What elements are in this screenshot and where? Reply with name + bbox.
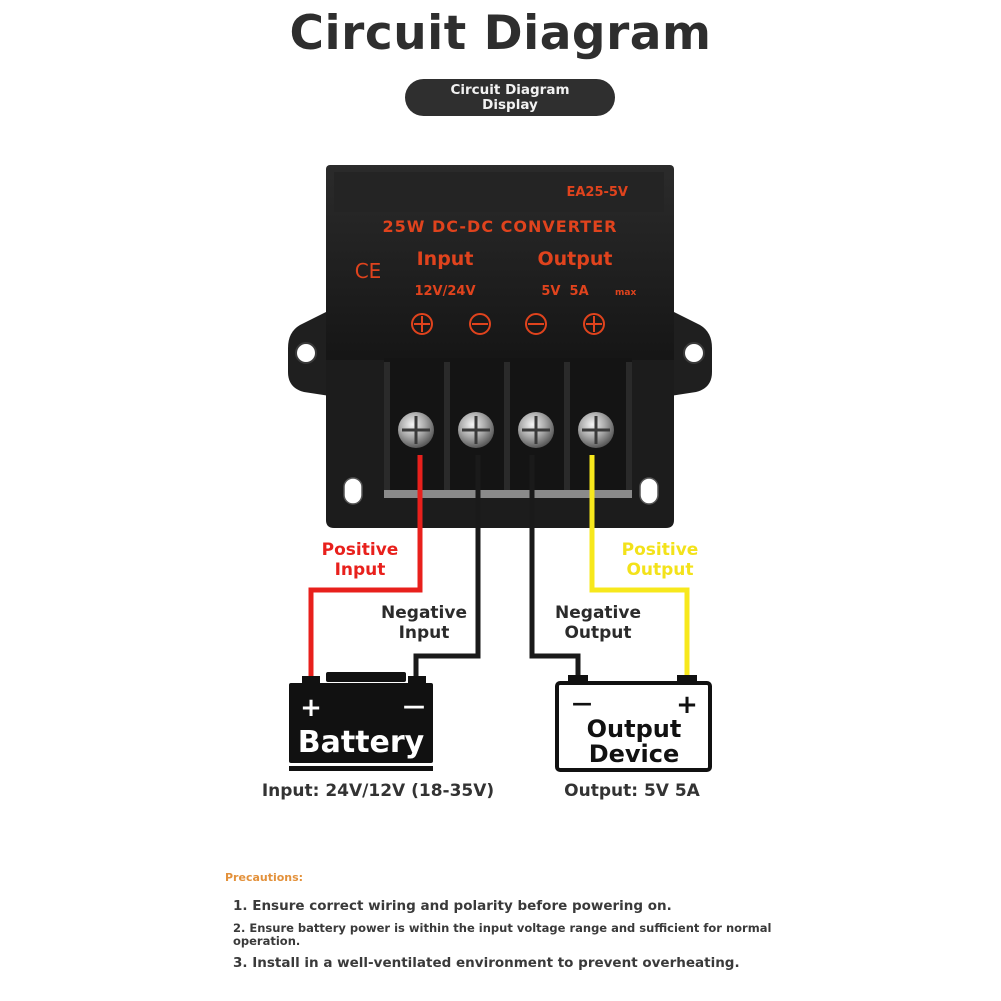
terminal-dividers bbox=[384, 362, 632, 490]
mounting-flange-right bbox=[670, 310, 712, 396]
subtitle-line-1: Circuit Diagram bbox=[450, 82, 570, 98]
positive-input-wire bbox=[308, 455, 423, 680]
output-device bbox=[555, 675, 712, 772]
positive-input-label: Positive Input bbox=[310, 540, 410, 580]
base-hole-right bbox=[639, 477, 659, 505]
label-panel bbox=[334, 172, 664, 212]
device-minus-symbol-2 bbox=[525, 313, 547, 335]
battery-label: Battery bbox=[298, 725, 425, 760]
output-device-label-line-2: Device bbox=[589, 740, 680, 768]
negative-input-label-line-2: Input bbox=[398, 623, 450, 643]
positive-output-label-line-2: Output bbox=[626, 560, 694, 580]
output-device-minus-label: — bbox=[572, 691, 592, 715]
device-minus-symbol-1 bbox=[469, 313, 491, 335]
precaution-item-2: 2. Ensure battery power is within the in… bbox=[233, 921, 772, 948]
negative-input-wire bbox=[413, 455, 481, 680]
mounting-flange-left bbox=[288, 310, 330, 396]
converter-body bbox=[326, 165, 674, 365]
negative-output-label-line-1: Negative bbox=[555, 603, 641, 623]
battery bbox=[289, 672, 433, 771]
output-device-caption: Output: 5V 5A bbox=[564, 781, 701, 801]
battery-caption: Input: 24V/12V (18-35V) bbox=[262, 781, 494, 801]
positive-output-label: Positive Output bbox=[610, 540, 710, 580]
negative-input-label: Negative Input bbox=[372, 603, 476, 643]
page-title: Circuit Diagram bbox=[289, 6, 712, 61]
screw-2 bbox=[458, 412, 494, 448]
negative-output-label-line-2: Output bbox=[564, 623, 632, 643]
screw-3 bbox=[518, 412, 554, 448]
device-plus-symbol-2 bbox=[583, 313, 605, 335]
battery-plus-label: + bbox=[300, 693, 322, 723]
positive-input-label-line-1: Positive bbox=[321, 540, 399, 560]
battery-minus-label: — bbox=[403, 694, 425, 719]
ce-mark: CE bbox=[355, 259, 382, 283]
negative-output-wire bbox=[529, 455, 581, 682]
positive-output-wire bbox=[589, 455, 690, 682]
screw-1 bbox=[398, 412, 434, 448]
output-rating-suffix: max bbox=[615, 288, 636, 298]
device-plus-symbol-1 bbox=[411, 313, 433, 335]
input-rating-label: 12V/24V bbox=[414, 284, 475, 299]
precaution-item-1: 1. Ensure correct wiring and polarity be… bbox=[233, 898, 672, 914]
output-rating-label: 5V 5A bbox=[541, 284, 588, 299]
negative-output-label: Negative Output bbox=[546, 603, 650, 643]
device-name-label: 25W DC-DC CONVERTER bbox=[383, 217, 618, 236]
device-input-label: Input bbox=[417, 248, 474, 270]
screw-4 bbox=[578, 412, 614, 448]
subtitle-badge: Circuit Diagram Display bbox=[405, 79, 615, 116]
precautions-heading: Precautions: bbox=[225, 871, 304, 884]
model-label: EA25-5V bbox=[566, 185, 628, 200]
output-device-label-line-1: Output bbox=[587, 715, 682, 743]
output-device-plus-label: + bbox=[676, 690, 698, 720]
base-hole-left bbox=[343, 477, 363, 505]
device-output-label: Output bbox=[538, 248, 613, 270]
precaution-item-3: 3. Install in a well-ventilated environm… bbox=[233, 955, 740, 971]
subtitle-line-2: Display bbox=[482, 97, 538, 113]
terminal-strip bbox=[384, 490, 632, 498]
positive-input-label-line-2: Input bbox=[334, 560, 386, 580]
negative-input-label-line-1: Negative bbox=[381, 603, 467, 623]
positive-output-label-line-1: Positive bbox=[621, 540, 699, 560]
